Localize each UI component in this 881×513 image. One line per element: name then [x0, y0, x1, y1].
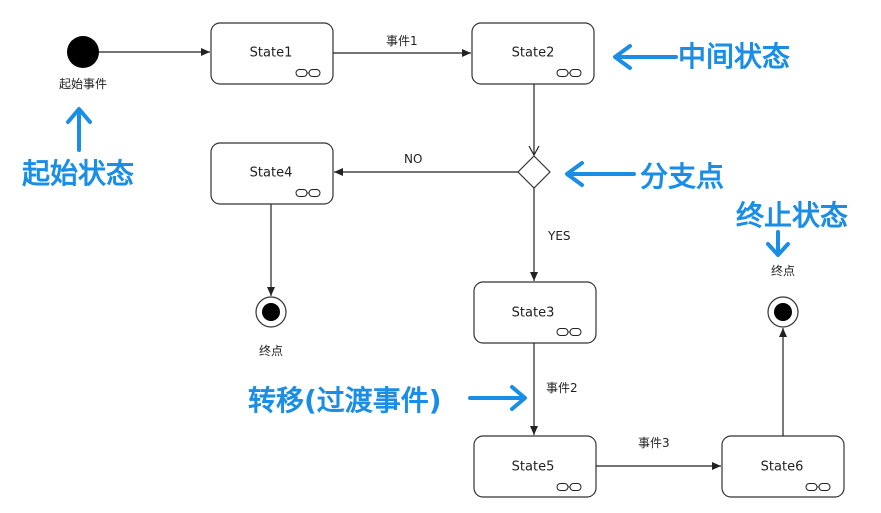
- link-icon: [295, 69, 321, 77]
- start-event-label: 起始事件: [59, 77, 107, 91]
- link-icon: [556, 69, 582, 77]
- decision-diamond: [517, 155, 551, 189]
- end-node-left: [255, 296, 287, 328]
- edge-event2-label: 事件2: [546, 381, 578, 395]
- annotation-arrow-up-icon: [66, 107, 92, 152]
- annotation-arrow-down-icon: [766, 230, 790, 257]
- start-node: [67, 36, 99, 68]
- state1-node: State1: [210, 22, 334, 85]
- state4-node: State4: [210, 142, 334, 205]
- state6-label: State6: [761, 460, 804, 475]
- state5-label: State5: [512, 460, 555, 475]
- end-right-label: 终点: [771, 263, 795, 278]
- state3-label: State3: [512, 306, 555, 321]
- state6-node: State6: [721, 435, 845, 498]
- annotation-arrow-left-icon: [565, 161, 636, 187]
- end-node-right: [767, 296, 799, 328]
- annotation-arrow-right-icon: [468, 385, 527, 411]
- annotation-start-state: 起始状态: [22, 157, 134, 190]
- link-icon: [556, 483, 582, 491]
- edge-event3-label: 事件3: [638, 436, 670, 450]
- state5-node: State5: [473, 435, 597, 498]
- state3-node: State3: [473, 281, 597, 344]
- edge-no-label: NO: [404, 152, 422, 166]
- annotation-arrow-left-icon: [613, 44, 678, 70]
- edge-event1-label: 事件1: [386, 34, 418, 48]
- annotation-end-state: 终止状态: [736, 199, 848, 232]
- state1-label: State1: [250, 46, 293, 61]
- edge-yes-label: YES: [547, 229, 571, 243]
- link-icon: [805, 483, 831, 491]
- link-icon: [295, 189, 321, 197]
- state2-label: State2: [512, 46, 555, 61]
- state4-label: State4: [250, 166, 293, 181]
- annotation-branch-point: 分支点: [640, 160, 724, 193]
- link-icon: [556, 328, 582, 336]
- end-left-label: 终点: [259, 343, 283, 358]
- annotation-transition: 转移(过渡事件): [248, 384, 442, 417]
- annotation-middle-state: 中间状态: [678, 40, 790, 73]
- state2-node: State2: [471, 22, 595, 85]
